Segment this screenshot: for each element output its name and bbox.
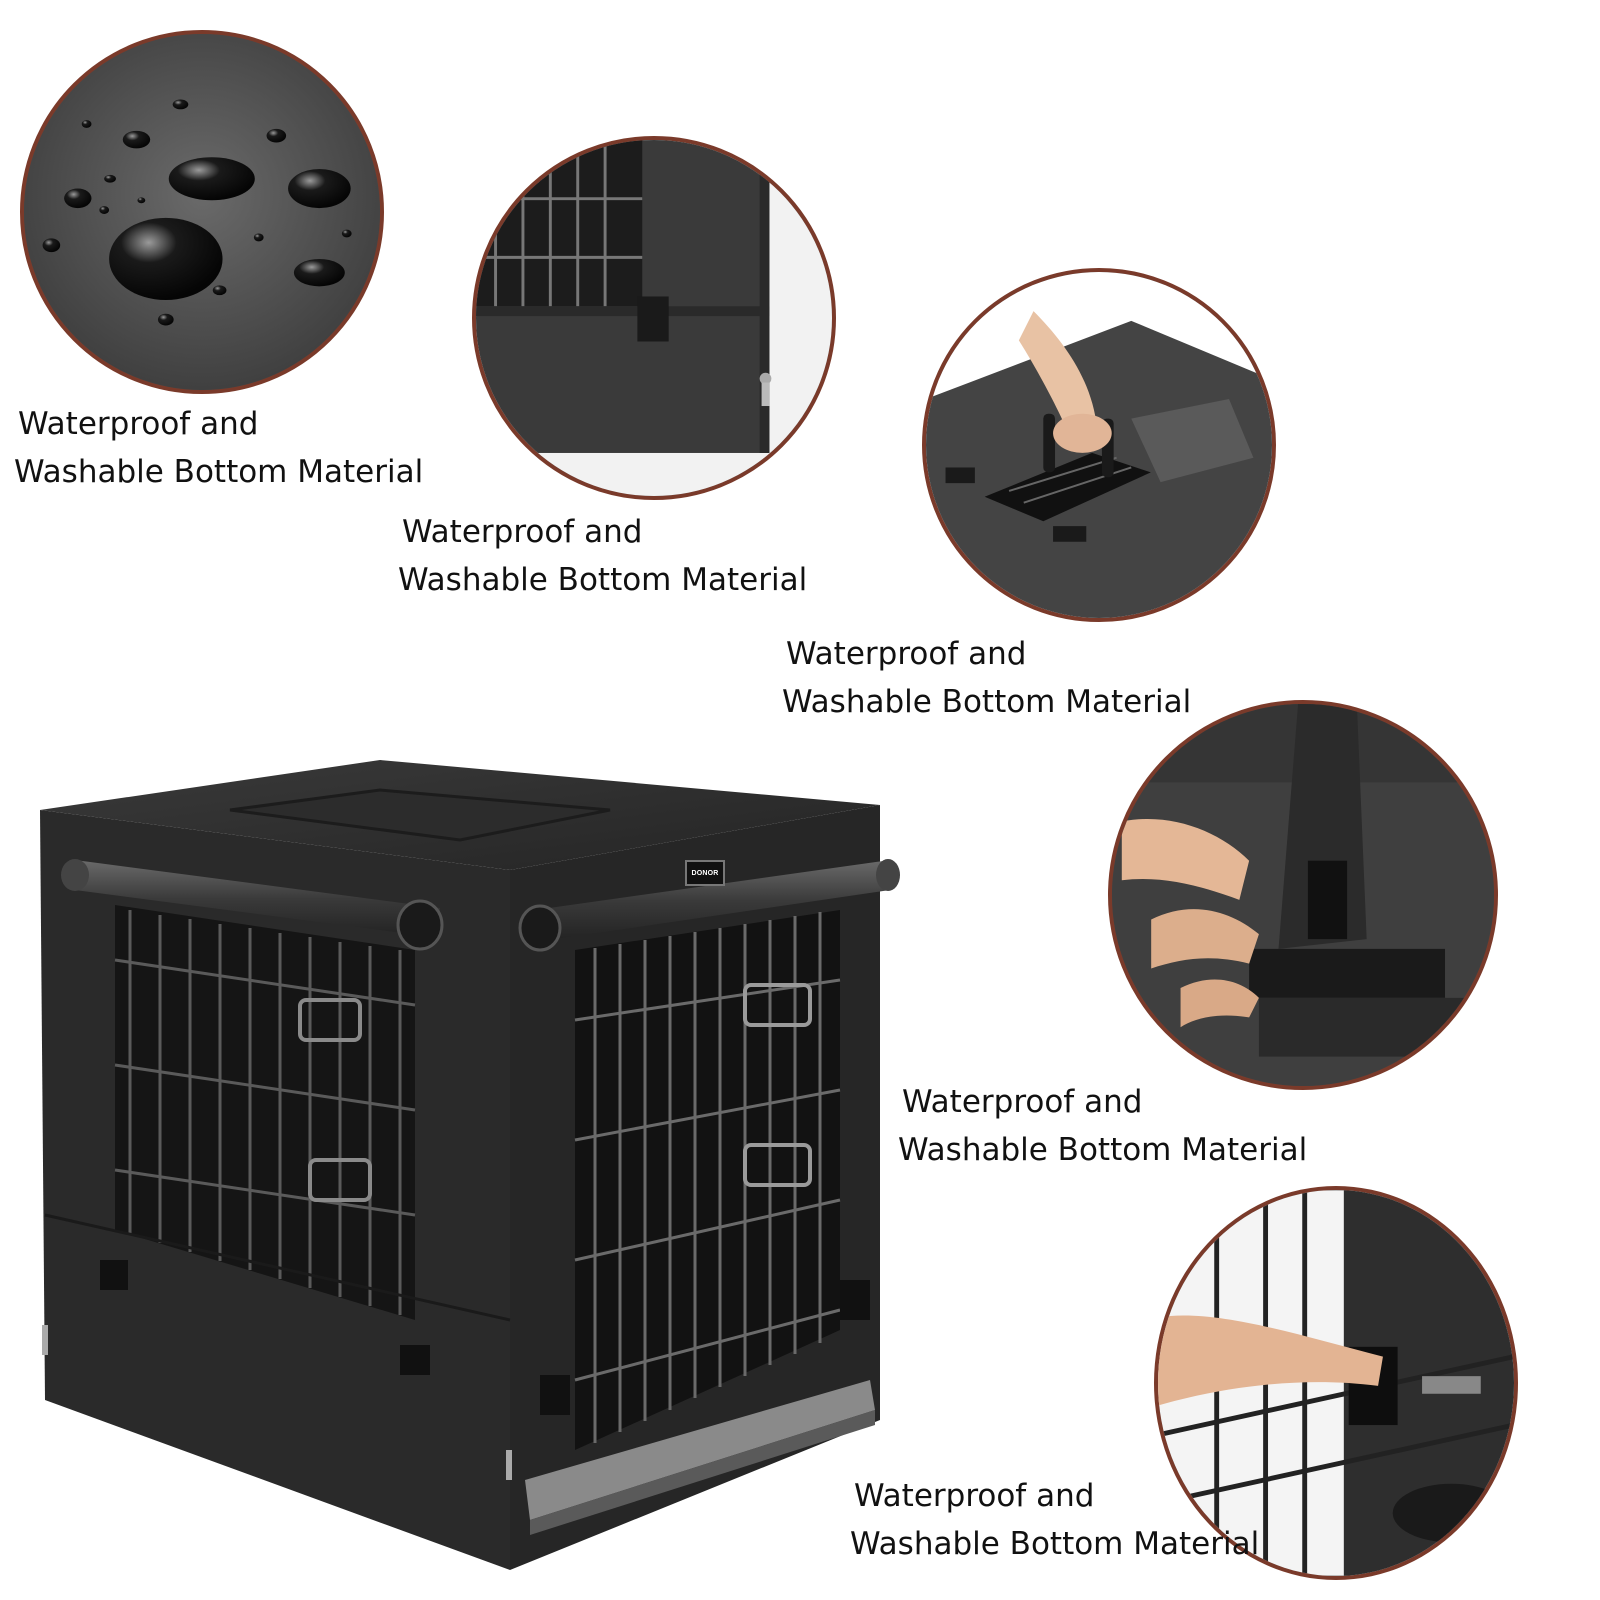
callout-caption-3: Waterproof and Washable Bottom Material bbox=[782, 630, 1191, 726]
caption-line-1: Waterproof and bbox=[18, 406, 259, 442]
brand-tag-text: DONOR bbox=[691, 869, 719, 877]
callout-caption-1: Waterproof and Washable Bottom Material bbox=[14, 400, 423, 496]
caption-line-2: Washable Bottom Material bbox=[14, 454, 424, 490]
callout-caption-2: Waterproof and Washable Bottom Material bbox=[398, 508, 807, 604]
callout-caption-5: Waterproof and Washable Bottom Material bbox=[850, 1472, 1259, 1568]
detail-door-latch bbox=[1154, 1186, 1518, 1580]
detail-roof-handle bbox=[922, 268, 1276, 622]
caption-line-2: Washable Bottom Material bbox=[782, 684, 1192, 720]
caption-line-1: Waterproof and bbox=[854, 1478, 1095, 1514]
detail-velcro-flap bbox=[1108, 700, 1498, 1090]
roof-handle-image bbox=[926, 272, 1272, 618]
caption-line-2: Washable Bottom Material bbox=[898, 1132, 1308, 1168]
caption-line-1: Waterproof and bbox=[786, 636, 1027, 672]
caption-line-1: Waterproof and bbox=[402, 514, 643, 550]
door-latch-image bbox=[1158, 1190, 1514, 1576]
velcro-flap-image bbox=[1112, 704, 1494, 1086]
caption-line-2: Washable Bottom Material bbox=[850, 1526, 1260, 1562]
dog-crate-illustration bbox=[40, 760, 900, 1570]
water-droplets-image bbox=[24, 34, 380, 390]
door-panel-image bbox=[476, 140, 832, 496]
covered-dog-crate: DONOR bbox=[30, 760, 920, 1590]
detail-door-panel-zipper bbox=[472, 136, 836, 500]
brand-tag: DONOR bbox=[685, 860, 725, 886]
caption-line-1: Waterproof and bbox=[902, 1084, 1143, 1120]
detail-waterproof-fabric bbox=[20, 30, 384, 394]
caption-line-2: Washable Bottom Material bbox=[398, 562, 808, 598]
callout-caption-4: Waterproof and Washable Bottom Material bbox=[898, 1078, 1307, 1174]
